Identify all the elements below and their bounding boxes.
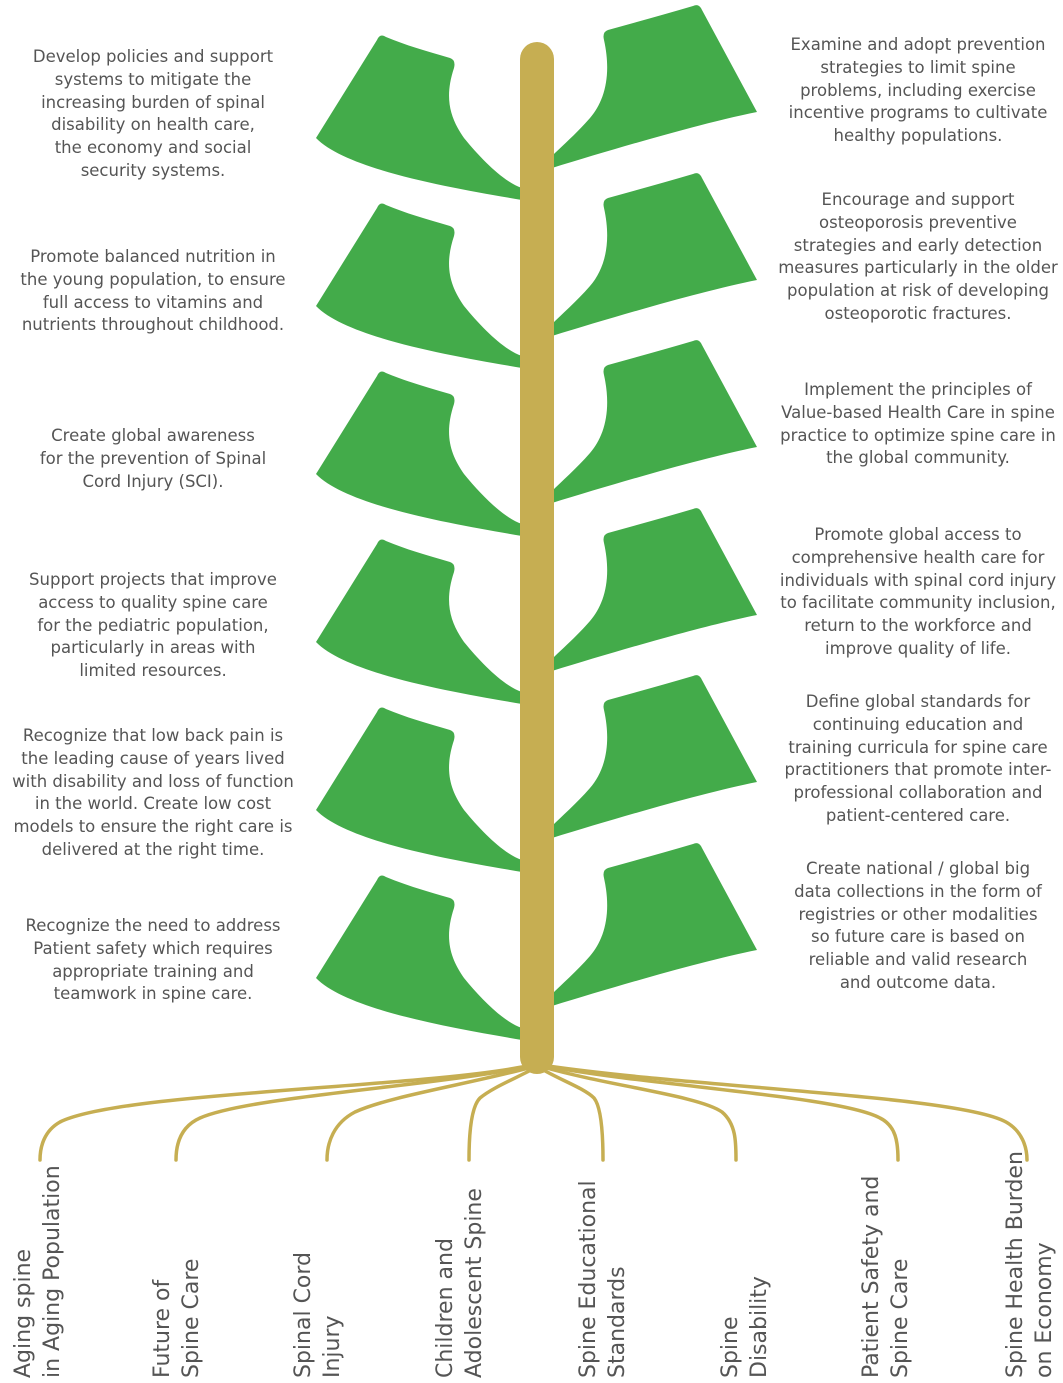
leaf-left-6 (316, 875, 522, 1040)
root-line-7 (544, 1064, 900, 1162)
leaf-right-5 (552, 675, 757, 838)
root-label-future-of-spine-care: Future of Spine Care (150, 1258, 204, 1378)
root-line-4 (467, 1066, 537, 1162)
goal-text-left-2: Promote balanced nutrition in the young … (20, 247, 286, 335)
goal-text-right-4: Promote global access to comprehensive h… (779, 525, 1057, 658)
root-line-3 (325, 1065, 534, 1162)
root-label-patient-safety: Patient Safety and Spine Care (859, 1175, 913, 1378)
root-line-6 (541, 1065, 738, 1162)
leaf-left-5 (316, 707, 522, 872)
root-label-spine-health-burden: Spine Health Burden on Economy (1003, 1151, 1057, 1378)
goal-text-right-2: Encourage and support osteoporosis preve… (778, 190, 1058, 323)
root-line-8 (546, 1064, 1029, 1162)
leaves-group (316, 5, 757, 1040)
root-label-spine-educational-standards: Spine Educational Standards (576, 1180, 630, 1378)
goal-text-left-4: Support projects that improve access to … (29, 570, 277, 681)
root-label-aging-spine: Aging spine in Aging Population (11, 1165, 65, 1378)
root-line-5 (538, 1066, 605, 1162)
trunk (520, 42, 554, 1074)
leaf-left-1 (316, 35, 522, 200)
leaf-right-3 (552, 340, 757, 503)
goal-text-left-6: Recognize the need to address Patient sa… (25, 916, 281, 1004)
root-line-2 (174, 1064, 531, 1162)
leaf-right-6 (552, 843, 757, 1006)
roots-group (38, 1064, 1029, 1162)
goal-text-right-1: Examine and adopt prevention strategies … (788, 35, 1048, 146)
goal-text-left-1: Develop policies and support systems to … (32, 47, 274, 180)
leaf-left-2 (316, 203, 522, 368)
leaf-left-3 (316, 371, 522, 536)
leaf-right-4 (552, 508, 757, 671)
leaf-left-4 (316, 539, 522, 704)
goal-text-right-3: Implement the principles of Value-based … (780, 380, 1056, 468)
goal-text-right-5: Define global standards for continuing e… (784, 692, 1052, 825)
root-label-spinal-cord-injury: Spinal Cord Injury (291, 1251, 345, 1378)
root-line-1 (38, 1064, 529, 1162)
goal-text-left-3: Create global awareness for the preventi… (39, 426, 267, 491)
goal-text-left-5: Recognize that low back pain is the lead… (12, 726, 294, 859)
root-label-spine-disability: Spine Disability (718, 1276, 772, 1378)
goal-text-right-6: Create national / global big data collec… (794, 859, 1042, 992)
leaf-right-2 (552, 173, 757, 336)
root-label-children-adolescent-spine: Children and Adolescent Spine (433, 1188, 487, 1378)
leaf-right-1 (552, 5, 757, 168)
